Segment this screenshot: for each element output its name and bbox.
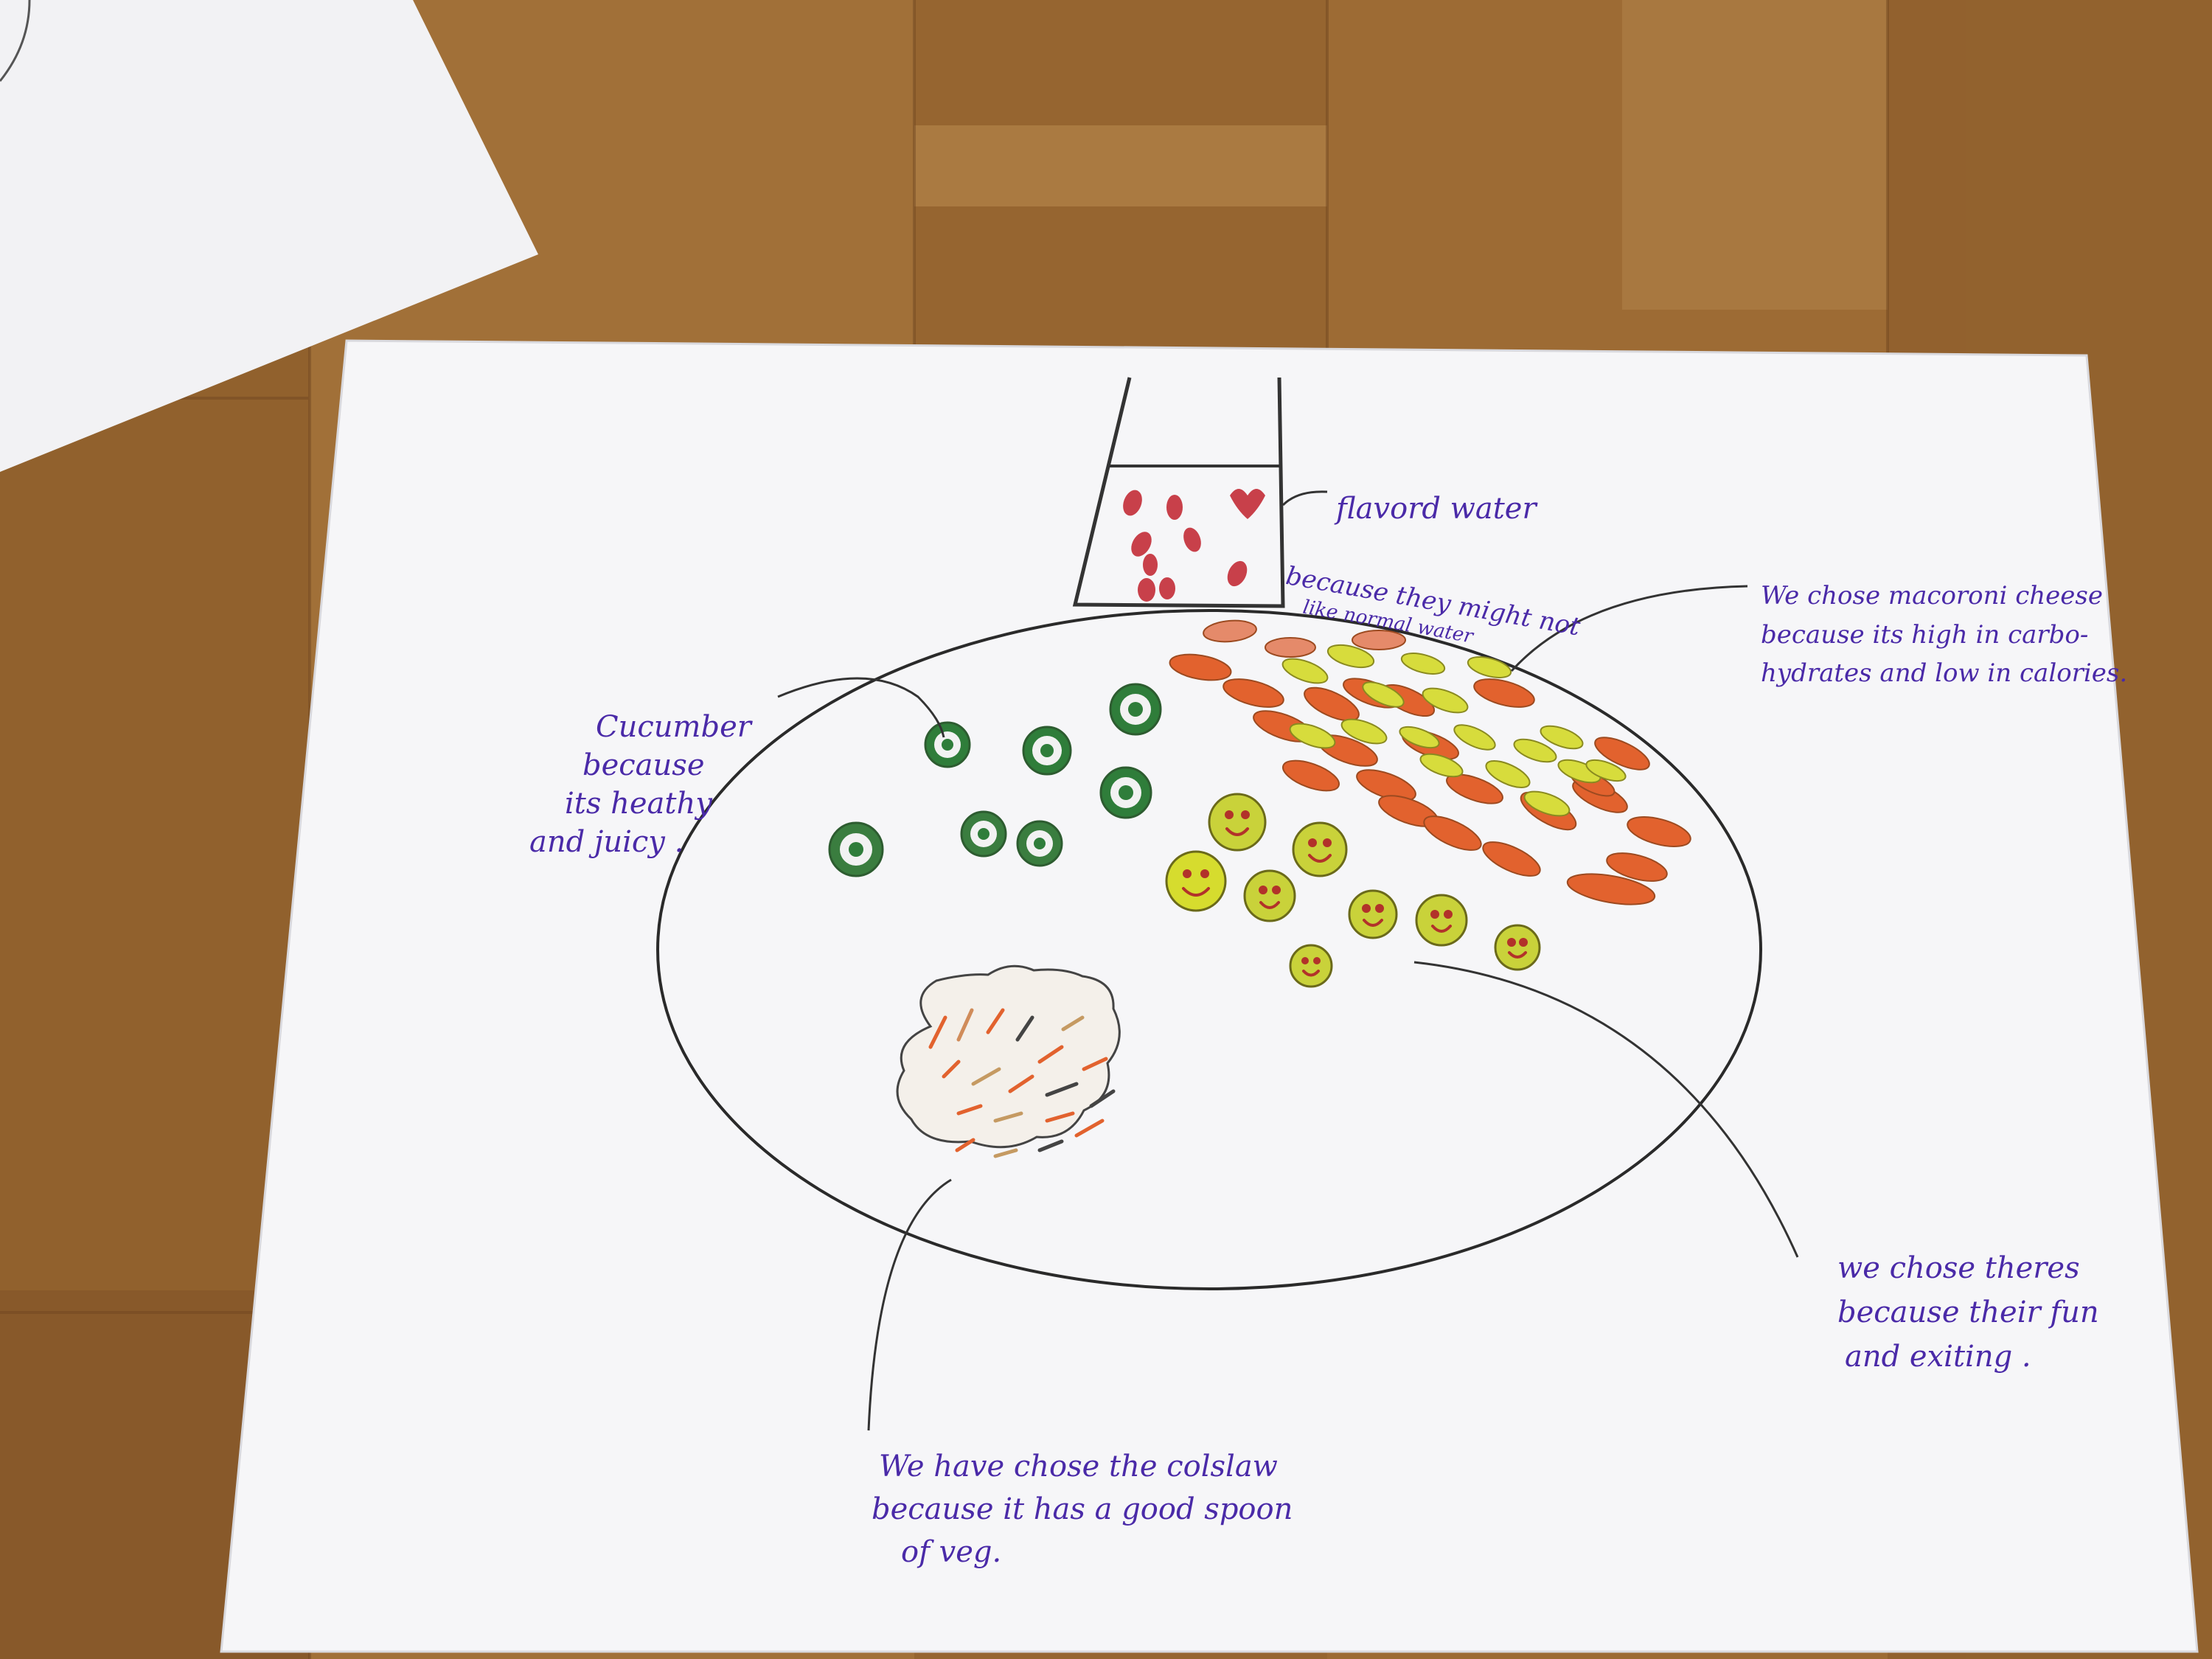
label-line: flavord water: [1336, 492, 1537, 526]
label-line: Cucumber: [596, 710, 751, 744]
smiley-foods: [1165, 793, 1541, 988]
label-flavoured-water: flavord water: [1336, 490, 1537, 527]
plate: [656, 609, 1762, 1290]
label-line: because their fun: [1837, 1295, 2099, 1329]
label-line: hydrates and low in calories.: [1761, 658, 2128, 689]
label-line: We chose macoroni cheese: [1761, 581, 2103, 611]
label-macaroni: We chose macoroni cheese because its hig…: [1761, 577, 2127, 693]
berries: [1123, 489, 1265, 602]
label-line: we chose theres: [1837, 1251, 2080, 1285]
other-paper-sheet: [0, 0, 538, 472]
label-line: because: [582, 748, 705, 782]
paper-sheet: [221, 341, 2197, 1652]
label-cucumber: Cucumber because its heathy and juicy .: [529, 708, 751, 861]
label-line: its heathy: [565, 787, 712, 821]
macaroni-yellow-pieces: [1281, 644, 1627, 817]
label-line: and juicy .: [529, 825, 684, 859]
label-line: We have chose the colslaw: [879, 1450, 1278, 1484]
label-line: and exiting .: [1845, 1340, 2031, 1374]
label-line: because it has a good spoon: [872, 1492, 1293, 1526]
coleslaw: [896, 964, 1121, 1158]
label-coleslaw: We have chose the colslaw because it has…: [872, 1445, 1293, 1573]
water-glass: [1072, 377, 1285, 608]
cucumber-slices: [828, 683, 1162, 877]
label-smileys: we chose theres because their fun and ex…: [1837, 1246, 2099, 1379]
pointer-lines: [777, 490, 1799, 1431]
label-line: of veg.: [901, 1535, 1002, 1569]
label-line: because its high in carbo-: [1761, 619, 2089, 650]
